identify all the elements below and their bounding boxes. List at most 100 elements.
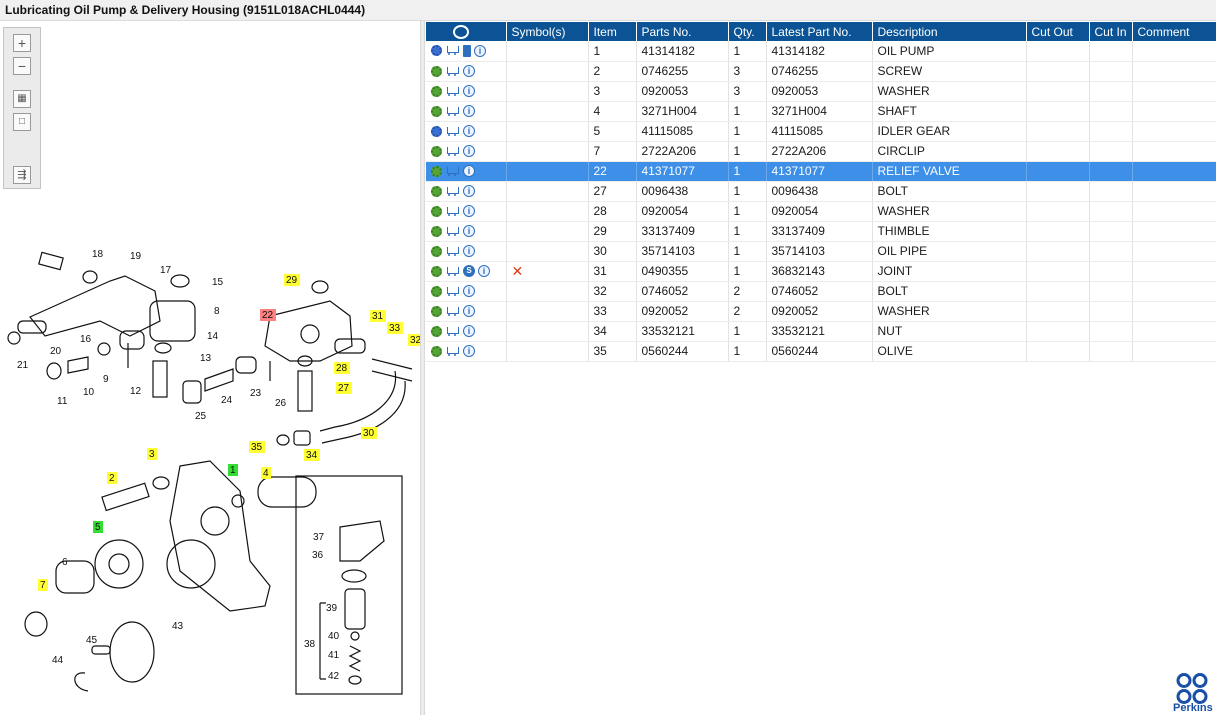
- callout-label[interactable]: 41: [328, 650, 340, 661]
- callout-label[interactable]: 22: [262, 310, 274, 321]
- cart-icon[interactable]: [445, 306, 460, 317]
- column-description[interactable]: Description: [872, 22, 1027, 41]
- callout-label[interactable]: 42: [328, 671, 340, 682]
- callout-label[interactable]: 38: [304, 639, 316, 650]
- gear-icon[interactable]: [431, 205, 442, 217]
- callout-label[interactable]: 18: [92, 249, 104, 260]
- gear-icon[interactable]: [431, 45, 442, 57]
- magnifier-icon[interactable]: [453, 24, 469, 39]
- column-icons[interactable]: [426, 22, 507, 41]
- callout-label[interactable]: 1: [230, 465, 236, 476]
- cart-icon[interactable]: [445, 186, 460, 197]
- gear-icon[interactable]: [431, 285, 442, 297]
- callout-label[interactable]: 34: [306, 450, 318, 461]
- info-icon[interactable]: i: [463, 125, 475, 137]
- info-icon[interactable]: i: [463, 245, 475, 257]
- info-icon[interactable]: i: [463, 305, 475, 317]
- callout-label[interactable]: 12: [130, 386, 142, 397]
- gear-icon[interactable]: [431, 165, 442, 177]
- callout-label[interactable]: 21: [17, 360, 29, 371]
- callout-label[interactable]: 44: [52, 655, 64, 666]
- callout-label[interactable]: 4: [263, 468, 269, 479]
- callout-label[interactable]: 24: [221, 395, 233, 406]
- gear-icon[interactable]: [431, 345, 442, 357]
- info-icon[interactable]: i: [474, 44, 486, 57]
- document-icon[interactable]: [463, 44, 471, 57]
- gear-icon[interactable]: [431, 325, 442, 337]
- callout-label[interactable]: 30: [363, 428, 375, 439]
- callout-label[interactable]: 16: [80, 334, 92, 345]
- callout-label[interactable]: 27: [338, 383, 350, 394]
- info-icon[interactable]: i: [463, 345, 475, 357]
- info-icon[interactable]: i: [463, 145, 475, 157]
- column-comment[interactable]: Comment: [1132, 22, 1216, 41]
- info-icon[interactable]: i: [463, 185, 475, 197]
- callout-label[interactable]: 2: [109, 473, 115, 484]
- callout-label[interactable]: 10: [83, 387, 95, 398]
- callout-label[interactable]: 15: [212, 277, 224, 288]
- callout-label[interactable]: 36: [312, 550, 324, 561]
- gear-icon[interactable]: [431, 125, 442, 137]
- gear-icon[interactable]: [431, 105, 442, 117]
- info-icon[interactable]: i: [478, 265, 490, 277]
- cart-icon[interactable]: [445, 106, 460, 117]
- single-view-icon[interactable]: □: [13, 113, 31, 131]
- fit-grid-icon[interactable]: ▦: [13, 90, 31, 108]
- callout-label[interactable]: 7: [40, 580, 46, 591]
- info-icon[interactable]: i: [463, 65, 475, 77]
- callout-label[interactable]: 26: [275, 398, 287, 409]
- column-item[interactable]: Item: [588, 22, 637, 41]
- callout-label[interactable]: 39: [326, 603, 338, 614]
- zoom-out-icon[interactable]: −: [13, 57, 31, 75]
- gear-icon[interactable]: [431, 305, 442, 317]
- callout-label[interactable]: 11: [57, 396, 68, 407]
- gear-icon[interactable]: [431, 245, 442, 257]
- cart-icon[interactable]: [445, 326, 460, 337]
- cart-icon[interactable]: [445, 346, 460, 357]
- callout-label[interactable]: 19: [130, 251, 142, 262]
- info-icon[interactable]: i: [463, 225, 475, 237]
- column-qty[interactable]: Qty.: [728, 22, 767, 41]
- info-icon[interactable]: i: [463, 285, 475, 297]
- cart-icon[interactable]: [445, 146, 460, 157]
- callout-label[interactable]: 29: [286, 275, 298, 286]
- callout-label[interactable]: 31: [372, 311, 384, 322]
- gear-icon[interactable]: [431, 265, 442, 277]
- gear-icon[interactable]: [431, 65, 442, 77]
- callout-label[interactable]: 8: [214, 306, 220, 317]
- info-icon[interactable]: i: [463, 165, 475, 177]
- gear-icon[interactable]: [431, 185, 442, 197]
- callout-label[interactable]: 13: [200, 353, 212, 364]
- cart-icon[interactable]: [445, 66, 460, 77]
- callout-label[interactable]: 40: [328, 631, 340, 642]
- column-symbols[interactable]: Symbol(s): [506, 22, 589, 41]
- symbol-s-icon[interactable]: S: [463, 265, 475, 277]
- gear-icon[interactable]: [431, 85, 442, 97]
- column-cut-out[interactable]: Cut Out: [1026, 22, 1090, 41]
- pane-splitter[interactable]: [420, 21, 425, 715]
- cart-icon[interactable]: [445, 206, 460, 217]
- callout-label[interactable]: 20: [50, 346, 62, 357]
- callout-label[interactable]: 6: [62, 557, 68, 568]
- cart-icon[interactable]: [445, 126, 460, 137]
- callout-label[interactable]: 37: [313, 532, 325, 543]
- callout-label[interactable]: 28: [336, 363, 348, 374]
- cart-icon[interactable]: [445, 286, 460, 297]
- cart-icon[interactable]: [445, 45, 460, 56]
- callout-label[interactable]: 9: [103, 374, 109, 385]
- cart-icon[interactable]: [445, 246, 460, 257]
